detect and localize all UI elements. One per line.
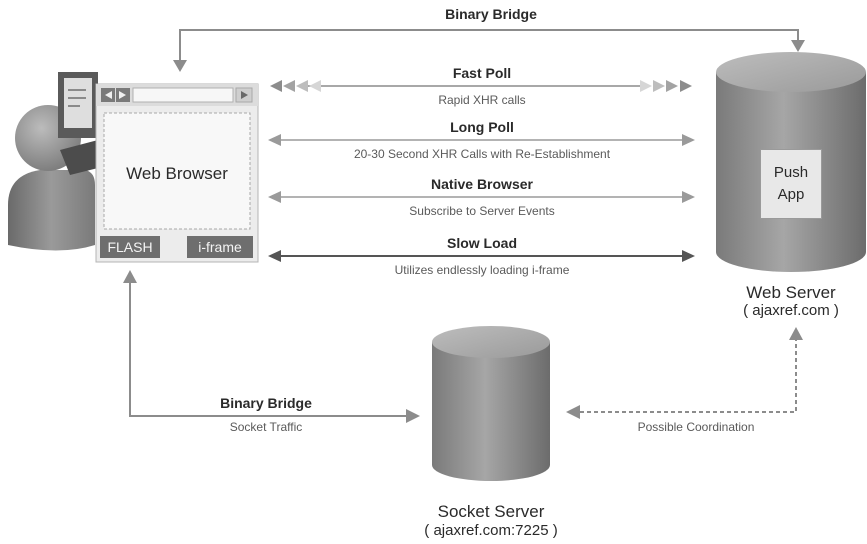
socket-server-cylinder: [432, 326, 550, 481]
bottom-bridge-arrowhead-up: [123, 270, 137, 283]
web-server-name: Web Server: [746, 283, 836, 302]
push-app-line2: App: [777, 186, 805, 203]
native-browser-title: Native Browser: [431, 176, 533, 192]
top-bridge-arrowhead-left: [173, 60, 187, 72]
coordination-arrow: [580, 338, 797, 413]
long-poll-arrow: [268, 134, 695, 146]
slow-load-subtitle: Utilizes endlessly loading i-frame: [394, 263, 570, 277]
fast-poll-arrow: [270, 80, 692, 92]
fast-poll-subtitle: Rapid XHR calls: [438, 93, 526, 107]
iframe-label: i-frame: [187, 236, 253, 258]
fast-poll-title: Fast Poll: [452, 65, 512, 81]
push-app-box: Push App: [760, 149, 822, 219]
slow-load-arrow: [268, 250, 695, 262]
flash-label: FLASH: [100, 236, 160, 258]
bottom-bridge-subtitle: Socket Traffic: [229, 420, 303, 434]
bottom-bridge-arrowhead-right: [406, 409, 420, 423]
top-bridge-label: Binary Bridge: [445, 6, 537, 22]
computer-icon: [58, 72, 98, 175]
long-poll-title: Long Poll: [450, 119, 514, 135]
top-bridge-arrowhead-right: [791, 40, 805, 52]
coordination-label: Possible Coordination: [637, 420, 755, 434]
coordination-arrowhead-up: [789, 327, 803, 340]
coordination-arrowhead-left: [566, 405, 580, 419]
native-browser-arrow: [268, 191, 695, 203]
top-binary-bridge-arrow: [179, 29, 799, 60]
socket-server-host: ( ajaxref.com:7225 ): [424, 522, 558, 539]
socket-server-name: Socket Server: [437, 502, 545, 521]
browser-window: [95, 83, 259, 263]
web-server-host: ( ajaxref.com ): [743, 302, 839, 319]
bottom-bridge-title: Binary Bridge: [220, 395, 312, 411]
web-browser-label: Web Browser: [126, 164, 228, 183]
slow-load-title: Slow Load: [447, 235, 517, 251]
long-poll-subtitle: 20-30 Second XHR Calls with Re-Establish…: [353, 147, 611, 161]
native-browser-subtitle: Subscribe to Server Events: [409, 204, 555, 218]
bottom-binary-bridge-arrow: [129, 283, 408, 417]
push-app-line1: Push: [773, 164, 809, 181]
